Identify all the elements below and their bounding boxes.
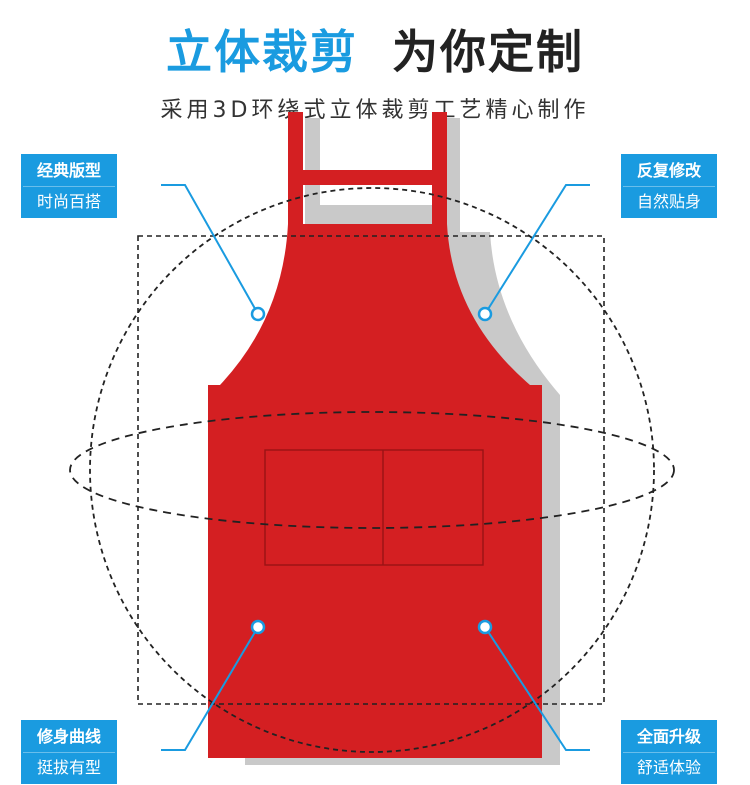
dashed-square-guide — [137, 235, 605, 705]
subtitle: 采用3D环绕式立体裁剪工艺精心制作 — [160, 98, 590, 123]
tag-bottom-right: 全面升级 舒适体验 — [621, 720, 717, 784]
dashed-ellipse-guide — [69, 411, 675, 529]
callout-dot-icon — [477, 306, 493, 322]
tag-bottom-right-line1: 全面升级 — [623, 722, 715, 752]
apron-pocket — [264, 449, 484, 566]
dashed-circle-guide — [89, 187, 655, 753]
tag-top-left-line2: 时尚百搭 — [23, 186, 115, 216]
headline: 立体裁剪为你定制 — [0, 22, 750, 82]
headline-dark: 为你定制 — [392, 25, 584, 79]
tag-top-left-line1: 经典版型 — [23, 156, 115, 186]
tag-top-right: 反复修改 自然贴身 — [621, 154, 717, 218]
tag-bottom-left-line1: 修身曲线 — [23, 722, 115, 752]
tag-top-right-line2: 自然贴身 — [623, 186, 715, 216]
callout-dot-icon — [250, 306, 266, 322]
callout-dot-icon — [477, 619, 493, 635]
apron-body — [208, 224, 542, 758]
callout-dot-icon — [250, 619, 266, 635]
tag-bottom-right-line2: 舒适体验 — [623, 752, 715, 782]
tag-top-left: 经典版型 时尚百搭 — [21, 154, 117, 218]
tag-top-right-line1: 反复修改 — [623, 156, 715, 186]
callout-lines — [161, 184, 590, 751]
tag-bottom-left-line2: 挺拔有型 — [23, 752, 115, 782]
headline-accent: 立体裁剪 — [166, 25, 358, 79]
tag-bottom-left: 修身曲线 挺拔有型 — [21, 720, 117, 784]
